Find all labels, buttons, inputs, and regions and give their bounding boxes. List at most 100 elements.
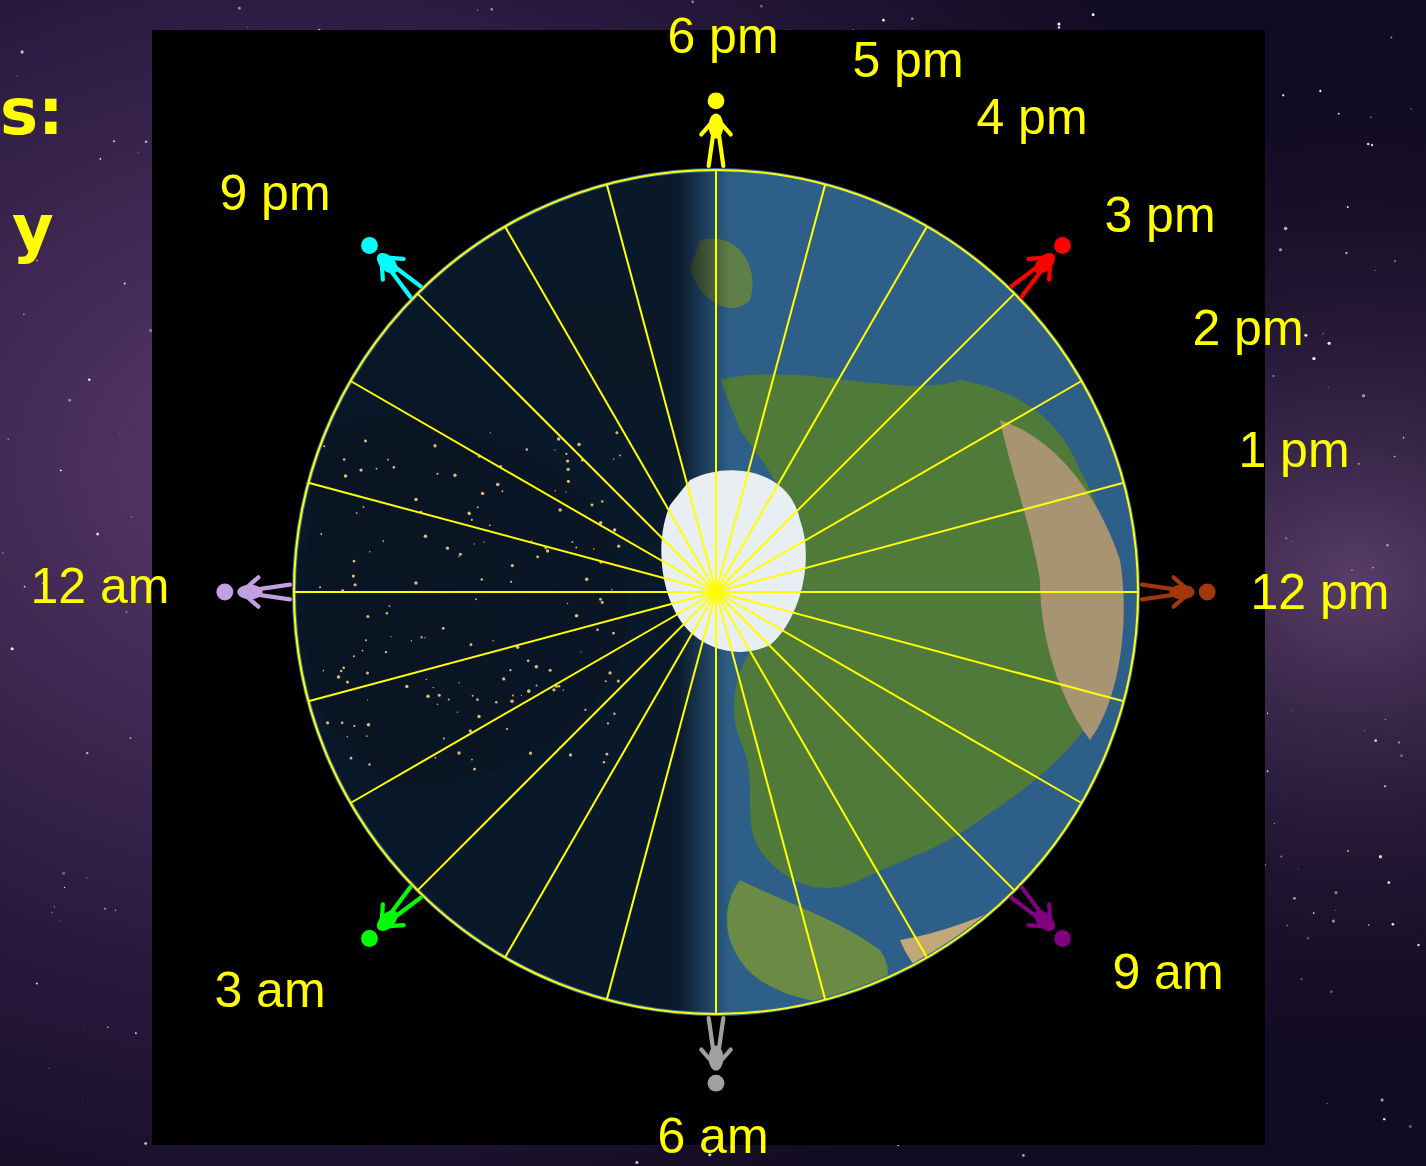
city-light [341,722,344,725]
city-light [353,583,356,586]
city-light [502,490,504,492]
hour-line [716,592,1124,701]
city-light [320,533,322,535]
city-light [363,506,365,508]
star [1280,856,1282,858]
earth-rim [292,168,1140,1016]
city-light [353,655,355,657]
desert [1000,420,1124,740]
night-side [290,168,730,1018]
city-light [608,671,611,674]
city-light [527,689,531,693]
city-light [344,474,348,478]
time-label: 5 pm [852,35,963,85]
star [1362,394,1365,397]
star [1347,850,1349,852]
star [1297,868,1299,870]
star [1338,113,1340,115]
star [125,611,127,613]
star [1332,919,1335,922]
star [1267,713,1268,714]
star [124,283,126,285]
star [1282,94,1284,96]
hour-line [716,591,1138,593]
city-light [571,541,573,543]
city-light [601,601,604,604]
city-light [584,709,586,711]
hour-line [351,381,716,592]
city-light [477,715,480,718]
city-light [340,670,343,673]
city-light [510,699,513,702]
city-light [552,688,555,691]
star [1383,1118,1385,1120]
time-label: 2 pm [1192,303,1303,353]
city-light [386,612,388,614]
star [1364,730,1366,732]
city-light [529,752,532,755]
hour-lines [294,170,1138,1014]
star [491,8,493,10]
star [11,647,14,650]
observer-figure [701,92,730,165]
star [1272,375,1274,377]
star [1358,463,1360,465]
city-light [585,578,588,581]
city-light [353,725,355,727]
star [1300,978,1302,980]
star [81,1101,83,1103]
city-light [569,753,572,756]
star [99,158,101,160]
city-light [457,751,460,754]
star [1292,540,1294,542]
star [1417,944,1420,947]
observer-figure [701,1018,730,1092]
city-light [577,443,580,446]
star [7,438,9,440]
star [1291,710,1293,712]
star [635,1161,638,1164]
earth-globe [290,168,1150,1018]
hour-line [716,592,1081,803]
city-light [489,524,491,526]
star [82,1024,84,1026]
city-light [424,534,428,538]
city-light [546,549,549,552]
city-light [603,761,605,763]
city-light [512,695,514,697]
hour-line [351,592,716,803]
hour-line [607,592,716,1000]
star [1313,912,1315,914]
star [1326,1103,1327,1104]
observer-figure [1142,577,1216,606]
city-light [436,473,438,475]
city-light [350,757,353,760]
star [119,432,121,434]
city-light [359,468,362,471]
city-light [453,474,456,477]
city-light [446,547,449,550]
city-light [480,578,482,580]
city-light [566,459,569,462]
star [1327,342,1330,345]
city-light [558,685,560,687]
city-light [385,651,387,653]
star [17,76,18,77]
city-light [613,458,614,459]
star [1398,742,1400,744]
star [60,469,62,471]
star [51,912,52,913]
star [1022,1154,1025,1157]
star [1394,260,1396,262]
city-light [437,704,438,705]
city-light [390,636,391,637]
star [1293,897,1296,900]
city-light [365,639,367,641]
city-light [596,628,599,631]
hour-line [716,592,927,957]
star [64,887,65,888]
black-panel [152,30,1265,1145]
city-light [601,500,603,502]
city-light [492,640,493,641]
